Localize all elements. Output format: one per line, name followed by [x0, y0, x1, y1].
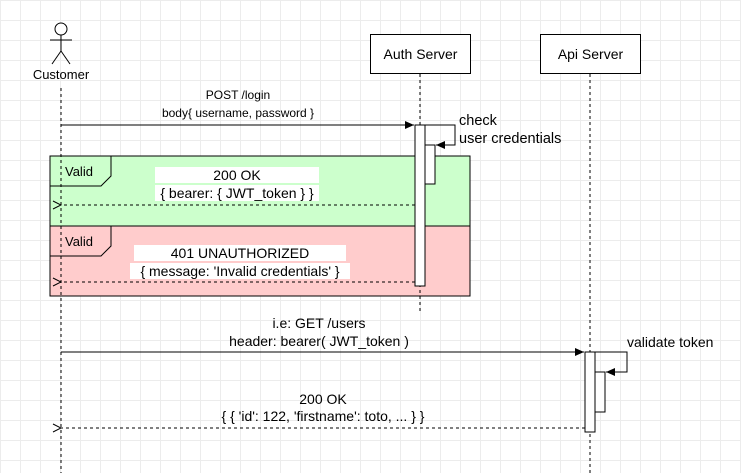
get-users-line1: i.e: GET /users — [272, 315, 366, 331]
api-server-label: Api Server — [557, 46, 624, 62]
api-self-activation-bar — [594, 371, 606, 413]
unauthorized-response-line1: 401 UNAUTHORIZED — [134, 245, 346, 261]
login-message-line1: POST /login — [205, 88, 271, 102]
customer-actor-icon — [50, 22, 72, 65]
ok-response-line1: 200 OK — [155, 167, 319, 183]
validate-token-self-arrow — [595, 351, 628, 376]
validate-token-label: validate token — [627, 334, 714, 350]
users-response-line2: { { 'id': 122, 'firstname': toto, ... } … — [221, 408, 425, 424]
auth-server-label: Auth Server — [383, 46, 458, 62]
users-response-line1: 200 OK — [299, 391, 347, 407]
auth-server-box: Auth Server — [370, 34, 471, 74]
check-label-line1: check — [459, 113, 497, 129]
check-credentials-self-arrow — [425, 124, 456, 149]
api-server-box: Api Server — [540, 34, 641, 74]
api-activation-bar — [584, 351, 596, 433]
customer-label: Customer — [32, 67, 90, 82]
login-message-line2: body{ username, password } — [161, 106, 315, 120]
auth-self-activation-bar — [424, 144, 436, 185]
unauthorized-response-line2: { message: 'Invalid credentials' } — [130, 263, 350, 279]
get-users-line2: header: bearer( JWT_token ) — [229, 333, 409, 349]
ok-response-line2: { bearer: { JWT_token } } — [155, 185, 319, 201]
fragment-invalid-label: Valid — [65, 234, 93, 249]
fragment-invalid — [49, 225, 471, 297]
auth-activation-bar — [414, 124, 426, 287]
check-label-line2: user credentials — [459, 131, 562, 147]
fragment-valid-label: Valid — [65, 164, 93, 179]
